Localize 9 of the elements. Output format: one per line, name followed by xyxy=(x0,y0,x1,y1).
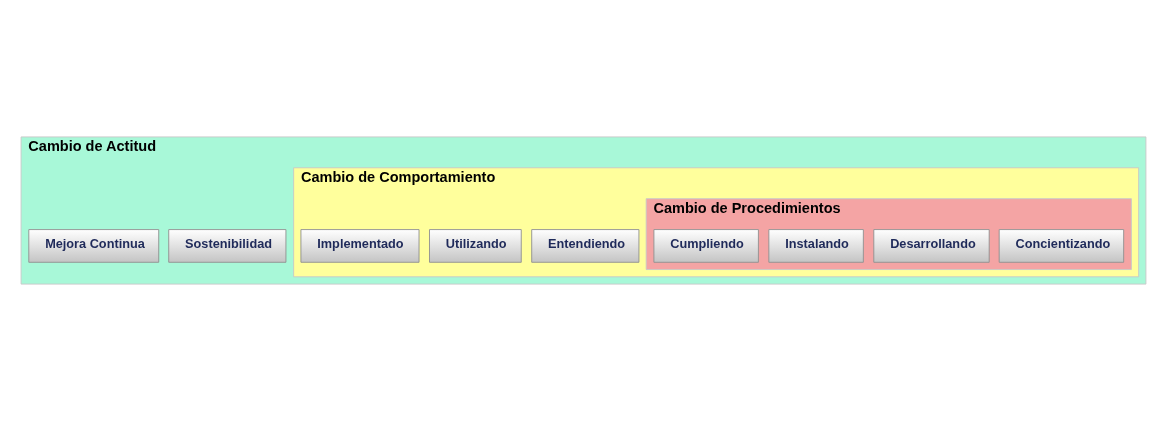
node-box: Sostenibilidad xyxy=(168,229,287,263)
node-box: Concientizando xyxy=(998,229,1125,263)
node-box: Cumpliendo xyxy=(653,229,759,263)
node-box: Desarrollando xyxy=(873,229,990,263)
node-box: Implementado xyxy=(300,229,420,263)
node-box: Utilizando xyxy=(429,229,522,263)
node-box: Mejora Continua xyxy=(28,229,160,263)
node-box: Entendiendo xyxy=(531,229,640,263)
node-box: Instalando xyxy=(768,229,864,263)
